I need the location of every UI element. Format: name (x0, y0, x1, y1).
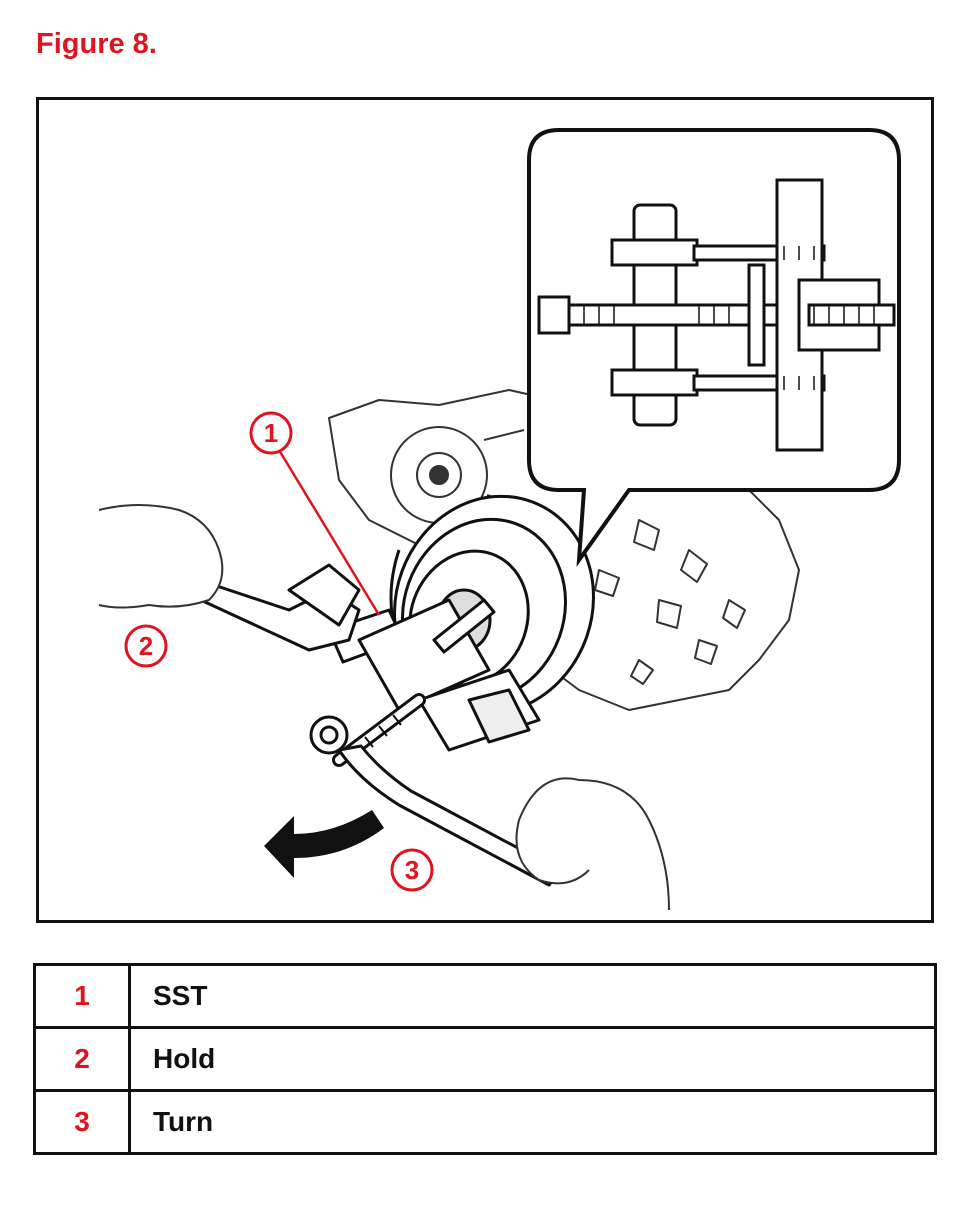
sst-puller-drawing (327, 598, 541, 767)
legend-label: SST (128, 963, 937, 1029)
legend-number: 1 (33, 963, 131, 1029)
legend-label: Turn (128, 1089, 937, 1155)
magnified-inset-drawing (527, 128, 901, 567)
svg-text:1: 1 (264, 418, 278, 448)
legend-row: 3 Turn (33, 1089, 937, 1155)
top-left-hand-drawing (98, 504, 224, 609)
legend-number: 3 (33, 1089, 131, 1155)
callout-2-marker: 2 (124, 624, 168, 668)
lower-right-hand-drawing (515, 777, 670, 911)
legend-row: 1 SST (33, 963, 937, 1029)
turn-direction-arrow-icon (264, 810, 384, 878)
legend-number: 2 (33, 1026, 131, 1092)
svg-text:3: 3 (405, 855, 419, 885)
legend-label: Hold (128, 1026, 937, 1092)
svg-text:2: 2 (139, 631, 153, 661)
legend-table: 1 SST 2 Hold 3 Turn (33, 963, 937, 1155)
callout-1-marker: 1 (249, 411, 293, 455)
figure-title: Figure 8. (36, 28, 157, 60)
callout-1-leader (274, 444, 381, 616)
callout-3-marker: 3 (390, 848, 434, 892)
legend-row: 2 Hold (33, 1026, 937, 1092)
figure-illustration: 1 2 3 (36, 97, 934, 923)
